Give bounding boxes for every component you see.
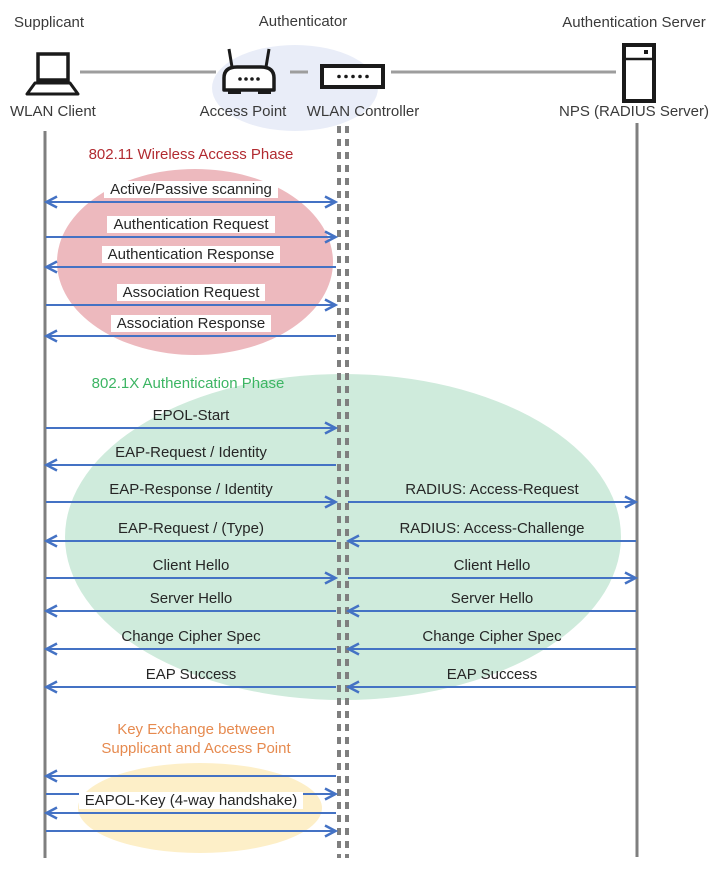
message-label: Authentication Request xyxy=(31,216,351,233)
message-arrow xyxy=(43,604,336,618)
message-label: RADIUS: Access-Request xyxy=(405,481,579,498)
laptop-icon xyxy=(25,52,80,96)
phase2-title: 802.1X Authentication Phase xyxy=(91,375,285,392)
message-label: EAP-Request / Identity xyxy=(115,444,267,461)
node-label-wlan-client: WLAN Client xyxy=(10,103,96,120)
message-label: Client Hello xyxy=(152,557,230,574)
message-arrow xyxy=(345,604,636,618)
phase3-title-line1: Key Exchange between xyxy=(117,721,275,738)
message-arrow xyxy=(46,824,339,838)
message-label: Server Hello xyxy=(450,590,534,607)
message-arrow xyxy=(43,769,336,783)
message-label: Server Hello xyxy=(149,590,233,607)
message-arrow xyxy=(43,329,336,343)
message-arrow xyxy=(46,571,339,585)
message-label: EAP Success xyxy=(145,666,237,683)
access-point-icon xyxy=(222,48,276,94)
server-icon xyxy=(622,43,656,103)
lifelines xyxy=(43,123,639,858)
message-label: Association Response xyxy=(31,315,351,332)
phase2-ellipse xyxy=(65,374,621,700)
wlan-controller-icon xyxy=(320,64,385,89)
message-arrow xyxy=(46,495,339,509)
message-arrow xyxy=(43,806,336,820)
message-label: EAP Success xyxy=(446,666,538,683)
phase3-title-line2: Supplicant and Access Point xyxy=(101,740,291,757)
phase1-title: 802.11 Wireless Access Phase xyxy=(88,146,294,163)
node-label-access-point: Access Point xyxy=(199,103,287,120)
message-arrow xyxy=(348,495,639,509)
role-label-supplicant: Supplicant xyxy=(14,14,85,31)
role-label-authenticator: Authenticator xyxy=(258,13,348,30)
node-label-wlan-controller: WLAN Controller xyxy=(306,103,420,120)
message-arrow xyxy=(345,680,636,694)
message-arrow xyxy=(345,534,636,548)
message-label: RADIUS: Access-Challenge xyxy=(399,520,585,537)
message-label: EAPOL-Key (4-way handshake) xyxy=(31,792,351,809)
message-label: Client Hello xyxy=(453,557,531,574)
phase3-title: Key Exchange between Supplicant and Acce… xyxy=(36,720,356,758)
node-label-nps: NPS (RADIUS Server) xyxy=(558,103,710,120)
message-label: Active/Passive scanning xyxy=(31,181,351,198)
message-label: Change Cipher Spec xyxy=(422,628,562,645)
message-arrows xyxy=(43,195,639,838)
role-label-authentication-server: Authentication Server xyxy=(562,14,706,31)
message-arrow xyxy=(348,571,639,585)
message-arrow xyxy=(43,458,336,472)
message-label: EPOL-Start xyxy=(152,407,230,424)
message-arrow xyxy=(43,260,336,274)
message-arrow xyxy=(345,642,636,656)
message-label: Change Cipher Spec xyxy=(121,628,261,645)
message-arrow xyxy=(43,680,336,694)
message-arrow xyxy=(43,195,339,209)
message-arrow xyxy=(46,421,339,435)
message-arrow xyxy=(46,298,339,312)
message-label: EAP-Response / Identity xyxy=(109,481,273,498)
device-icons xyxy=(25,43,656,103)
message-arrow xyxy=(43,642,336,656)
message-label: Association Request xyxy=(31,284,351,301)
message-arrow xyxy=(46,230,339,244)
message-label: Authentication Response xyxy=(31,246,351,263)
message-arrow xyxy=(43,534,336,548)
message-label: EAP-Request / (Type) xyxy=(118,520,264,537)
